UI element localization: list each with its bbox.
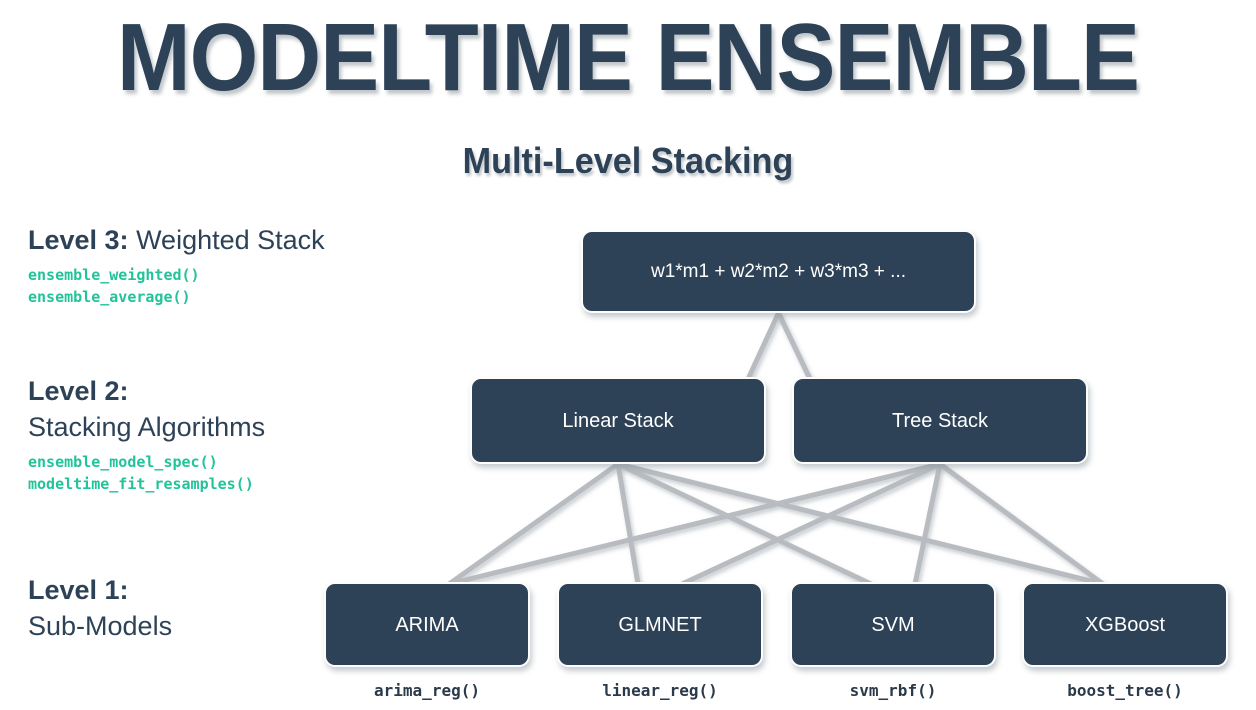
edge-line	[615, 461, 874, 587]
level-1-label-block: Level 1: Sub-Models	[28, 572, 172, 644]
edge-line	[679, 461, 943, 587]
level-3-heading: Level 3: Weighted Stack	[28, 222, 325, 258]
node-label: GLMNET	[618, 613, 702, 636]
node-label: Tree Stack	[892, 409, 988, 432]
edge-line	[937, 461, 1106, 587]
level-3-heading-strong: Level 3:	[28, 225, 129, 255]
page-title: MODELTIME ENSEMBLE	[116, 4, 1140, 111]
level-3-label-block: Level 3: Weighted Stack ensemble_weighte…	[28, 222, 325, 308]
code-line: ensemble_average()	[28, 288, 191, 306]
node-label: Linear Stack	[562, 409, 674, 432]
level-2-label-block: Level 2: Stacking Algorithms ensemble_mo…	[28, 373, 265, 495]
code-line: ensemble_model_spec()	[28, 453, 218, 471]
level-3-code: ensemble_weighted() ensemble_average()	[28, 264, 325, 308]
edge-line	[745, 310, 781, 382]
level-1-heading-strong: Level 1:	[28, 575, 129, 605]
caption-svm: svm_rbf()	[849, 681, 937, 700]
edge-line	[776, 310, 813, 382]
level-1-heading-second-line: Sub-Models	[28, 611, 173, 641]
caption-arima: arima_reg()	[374, 681, 480, 700]
page-subtitle: Multi-Level Stacking	[462, 140, 794, 181]
node-svm[interactable]: SVM	[790, 582, 996, 667]
level-2-code: ensemble_model_spec() modeltime_fit_resa…	[28, 451, 265, 495]
node-glmnet[interactable]: GLMNET	[557, 582, 763, 667]
node-xgboost[interactable]: XGBoost	[1022, 582, 1228, 667]
node-linear-stack[interactable]: Linear Stack	[470, 377, 766, 464]
node-weighted-stack[interactable]: w1*m1 + w2*m2 + w3*m3 + ...	[581, 230, 976, 313]
level-2-heading: Level 2:	[28, 373, 265, 409]
edge-line	[912, 461, 943, 587]
node-label: ARIMA	[395, 613, 459, 636]
node-arima[interactable]: ARIMA	[324, 582, 530, 667]
node-label: SVM	[871, 613, 915, 636]
level-1-heading: Level 1:	[28, 572, 172, 608]
edge-line	[446, 461, 621, 587]
caption-glmnet: linear_reg()	[602, 681, 718, 700]
edge-line	[615, 461, 1106, 587]
caption-xgboost: boost_tree()	[1067, 681, 1183, 700]
edge-line	[446, 461, 943, 587]
edge-line	[615, 461, 641, 587]
node-tree-stack[interactable]: Tree Stack	[792, 377, 1088, 464]
code-line: ensemble_weighted()	[28, 266, 200, 284]
level-2-heading-second-line: Stacking Algorithms	[28, 412, 266, 442]
node-label: XGBoost	[1084, 613, 1166, 636]
level-3-heading-rest: Weighted Stack	[128, 225, 325, 255]
level-2-heading-strong: Level 2:	[28, 376, 129, 406]
node-label: w1*m1 + w2*m2 + w3*m3 + ...	[650, 260, 907, 282]
code-line: modeltime_fit_resamples()	[28, 475, 254, 493]
